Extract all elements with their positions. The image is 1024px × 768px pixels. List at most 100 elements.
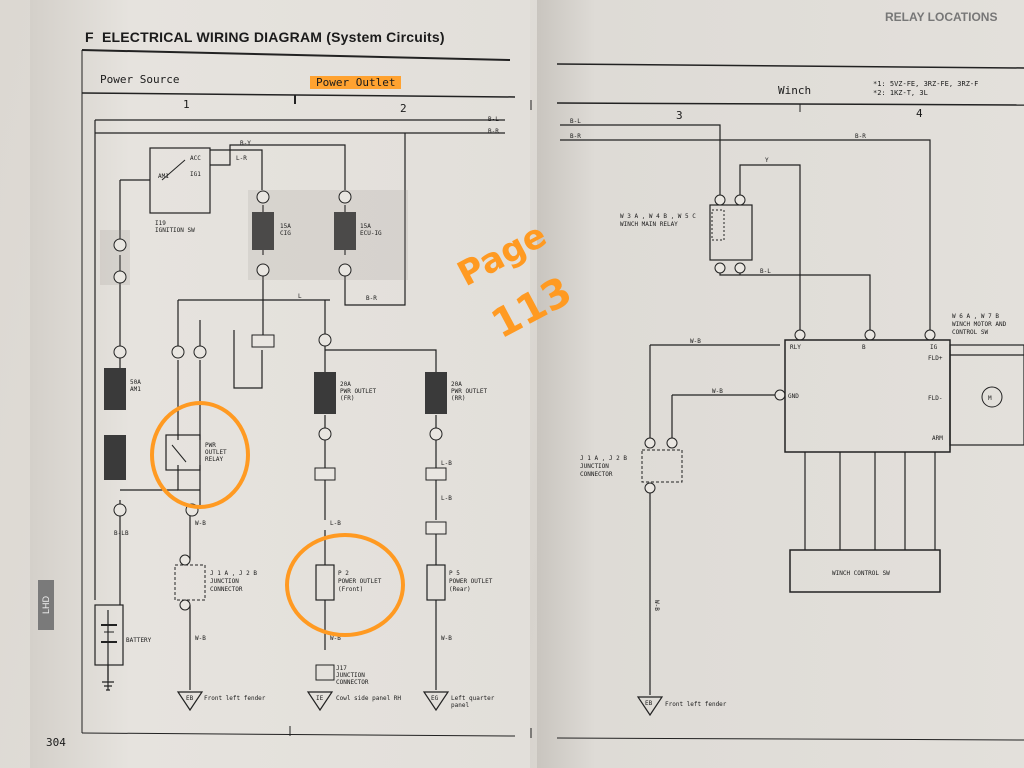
svg-text:RELAY: RELAY	[205, 456, 223, 463]
svg-text:(RR): (RR)	[451, 395, 465, 402]
ground-labels: EB IE EG Front left fender Cowl side pan…	[186, 695, 495, 709]
wire-label: L	[298, 293, 302, 300]
relay-locations-heading: RELAY LOCATIONS	[885, 10, 998, 24]
ignition-switch: AM1 ACC IG1 I19 IGNITION SW	[149, 147, 211, 234]
wire-label: B-L	[114, 530, 125, 537]
svg-text:panel: panel	[451, 702, 469, 709]
column-number: 2	[400, 102, 407, 115]
svg-text:IG: IG	[930, 344, 938, 351]
column-number: 1	[183, 98, 190, 111]
svg-text:20A: 20A	[451, 381, 462, 388]
engine-note: *1: 5VZ-FE, 3RZ-FE, 3RZ-F *2: 1KZ-T, 3L	[873, 80, 979, 97]
svg-text:W-B: W-B	[690, 338, 701, 345]
svg-text:CONNECTOR: CONNECTOR	[336, 679, 369, 686]
pwr-outlet-relay: PWR OUTLET RELAY	[165, 434, 227, 471]
svg-text:PWR OUTLET: PWR OUTLET	[451, 388, 488, 395]
svg-text:CONNECTOR: CONNECTOR	[580, 471, 613, 478]
svg-text:B-R: B-R	[570, 133, 581, 140]
svg-text:P 5: P 5	[449, 570, 460, 577]
wire-label: B	[125, 530, 129, 537]
wires-right	[560, 124, 1024, 695]
wire-labels-right: B-L B-R B-R Y B-L W-B W-B	[570, 118, 866, 395]
svg-text:W-B: W-B	[712, 388, 723, 395]
svg-text:J17: J17	[336, 665, 347, 672]
battery: BATTERY	[94, 604, 152, 666]
column-number: 3	[676, 109, 683, 122]
page-number: 304	[46, 736, 66, 749]
svg-text:50A: 50A	[130, 379, 141, 386]
svg-text:J 1 A , J 2 B: J 1 A , J 2 B	[210, 570, 257, 577]
junction-connector-right: J 1 A , J 2 B JUNCTION CONNECTOR W-B	[580, 449, 683, 611]
svg-text:20A: 20A	[340, 381, 351, 388]
diagram-title: F ELECTRICAL WIRING DIAGRAM (System Circ…	[85, 29, 445, 45]
power-outlets: P 2 POWER OUTLET (Front) P 5 POWER OUTLE…	[315, 564, 493, 686]
winch-motor-control: M RLY B IG FLD+ FLD- ARM GND W 6 A , W 7…	[784, 313, 1024, 453]
ground-right: EB Front left fender	[636, 696, 727, 717]
svg-text:FLD+: FLD+	[928, 355, 943, 362]
svg-text:W-B: W-B	[653, 600, 660, 611]
svg-text:ACC: ACC	[190, 155, 201, 162]
svg-text:ARM: ARM	[932, 435, 943, 442]
svg-text:15A: 15A	[280, 223, 291, 230]
wire-label: L-B	[441, 495, 452, 502]
wire-label: W-B	[441, 635, 452, 642]
svg-text:B: B	[862, 344, 866, 351]
header-rules	[81, 49, 1024, 741]
svg-text:PWR OUTLET: PWR OUTLET	[340, 388, 377, 395]
wire-label: B-R	[488, 128, 499, 135]
svg-text:POWER OUTLET: POWER OUTLET	[338, 578, 382, 585]
svg-text:WINCH CONTROL SW: WINCH CONTROL SW	[832, 570, 890, 577]
svg-text:(FR): (FR)	[340, 395, 354, 402]
svg-text:JUNCTION: JUNCTION	[580, 463, 609, 470]
svg-text:M: M	[988, 395, 992, 402]
svg-text:BATTERY: BATTERY	[126, 637, 152, 644]
fuse-blocks	[104, 212, 447, 480]
fuse-panel-shade	[248, 190, 408, 280]
svg-text:ECU-IG: ECU-IG	[360, 230, 382, 237]
wire-labels-left: B-L B-R B-Y L-R B-R L B-L B W-B W-B L-B …	[114, 116, 499, 642]
svg-text:IG1: IG1	[190, 171, 201, 178]
relay-pins	[644, 194, 936, 494]
handwritten-circles	[150, 401, 405, 637]
wire-label: B-Y	[240, 140, 251, 147]
svg-text:EG: EG	[431, 695, 439, 702]
wire-label: L-B	[441, 460, 452, 467]
svg-text:J 1 A , J 2 B: J 1 A , J 2 B	[580, 455, 627, 462]
svg-text:GND: GND	[788, 393, 799, 400]
svg-text:AM1: AM1	[130, 386, 141, 393]
svg-text:IE: IE	[316, 695, 324, 702]
wire-label: L-B	[330, 520, 341, 527]
svg-text:Front left fender: Front left fender	[204, 695, 266, 702]
svg-text:W 6 A , W 7 B: W 6 A , W 7 B	[952, 313, 999, 320]
column-number: 4	[916, 107, 923, 120]
wire-label: B-R	[366, 295, 377, 302]
svg-text:AM1: AM1	[158, 173, 169, 180]
svg-text:B-R: B-R	[855, 133, 866, 140]
svg-text:B-L: B-L	[570, 118, 581, 125]
svg-text:WINCH MAIN RELAY: WINCH MAIN RELAY	[620, 221, 678, 228]
svg-text:Y: Y	[765, 157, 769, 164]
wires-left	[94, 119, 505, 690]
svg-text:CONTROL SW: CONTROL SW	[952, 329, 989, 336]
svg-text:I19: I19	[155, 220, 166, 227]
svg-text:FLD-: FLD-	[928, 395, 942, 402]
svg-text:RLY: RLY	[790, 344, 801, 351]
svg-text:W 3 A , W 4 B , W 5 C: W 3 A , W 4 B , W 5 C	[620, 213, 696, 220]
ground-symbols	[102, 681, 450, 712]
svg-text:Front left fender: Front left fender	[665, 701, 727, 708]
svg-text:CIG: CIG	[280, 230, 291, 237]
section-winch: Winch	[778, 84, 812, 97]
wire-label: W-B	[195, 635, 206, 642]
svg-text:Left quarter: Left quarter	[451, 695, 495, 702]
svg-text:Cowl side panel RH: Cowl side panel RH	[336, 695, 401, 702]
svg-text:(Rear): (Rear)	[449, 586, 471, 593]
svg-text:PWR: PWR	[205, 442, 216, 449]
svg-text:15A: 15A	[360, 223, 371, 230]
connector-blocks	[251, 334, 447, 535]
svg-text:JUNCTION: JUNCTION	[210, 578, 239, 585]
svg-text:OUTLET: OUTLET	[205, 449, 227, 456]
svg-text:(Front): (Front)	[338, 586, 363, 593]
svg-text:B-L: B-L	[760, 268, 771, 275]
